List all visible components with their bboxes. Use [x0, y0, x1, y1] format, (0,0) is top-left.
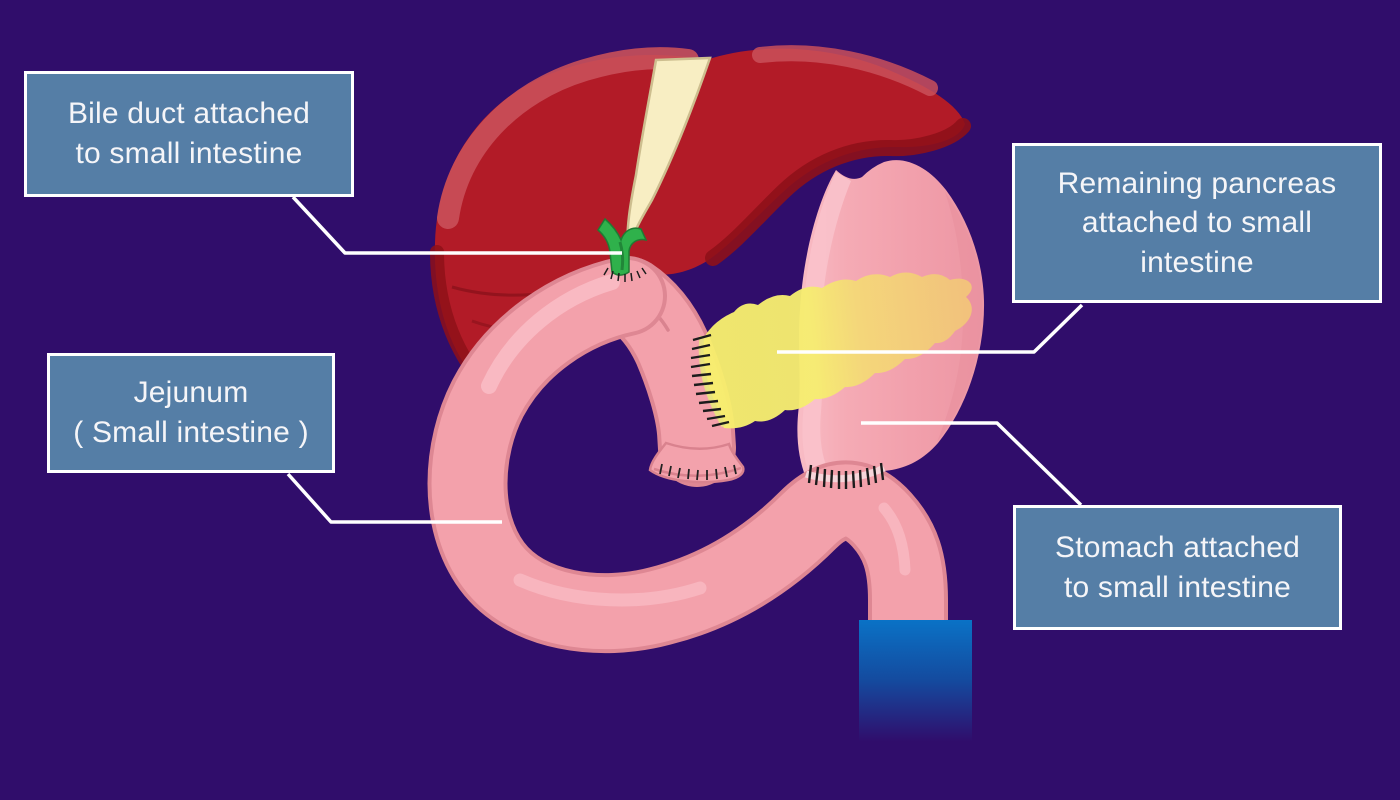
biliary-suture-ticks — [603, 267, 647, 282]
label-stomach: Stomach attached to small intestine — [1013, 505, 1342, 630]
pancreatic-suture-line — [690, 333, 730, 428]
label-bile-duct: Bile duct attached to small intestine — [24, 71, 354, 197]
label-remaining-pancreas: Remaining pancreas attached to small int… — [1012, 143, 1382, 303]
label-stomach-line1: Stomach attached — [1054, 530, 1301, 564]
label-stomach-line2: to small intestine — [1063, 570, 1292, 604]
label-bile-duct-line1: Bile duct attached — [67, 97, 311, 131]
bile-duct-illustration — [597, 217, 648, 282]
leader-line-jejunum — [286, 472, 502, 524]
liver-illustration — [430, 45, 971, 398]
bowel-continuation-block — [859, 620, 972, 742]
leader-lines — [286, 195, 1084, 524]
jejunal-stump — [648, 441, 745, 484]
leader-line-pancreas — [777, 303, 1084, 354]
label-pancreas-line2: attached to small — [1081, 206, 1313, 240]
leader-line-bile-duct — [291, 195, 622, 255]
stump-suture-ticks — [659, 463, 737, 481]
label-pancreas-line3: intestine — [1140, 245, 1254, 279]
jejunum-loop — [427, 256, 948, 698]
jejunum-c-loop — [427, 256, 948, 698]
label-bile-duct-line2: to small intestine — [75, 137, 303, 170]
label-pancreas-line1: Remaining pancreas — [1057, 166, 1337, 200]
gastric-suture-line — [804, 462, 886, 489]
label-jejunum: Jejunum ( Small intestine ) — [47, 353, 335, 473]
leader-line-stomach — [861, 421, 1083, 507]
label-jejunum-line2: ( Small intestine ) — [73, 416, 309, 449]
label-jejunum-line1: Jejunum — [133, 376, 249, 410]
